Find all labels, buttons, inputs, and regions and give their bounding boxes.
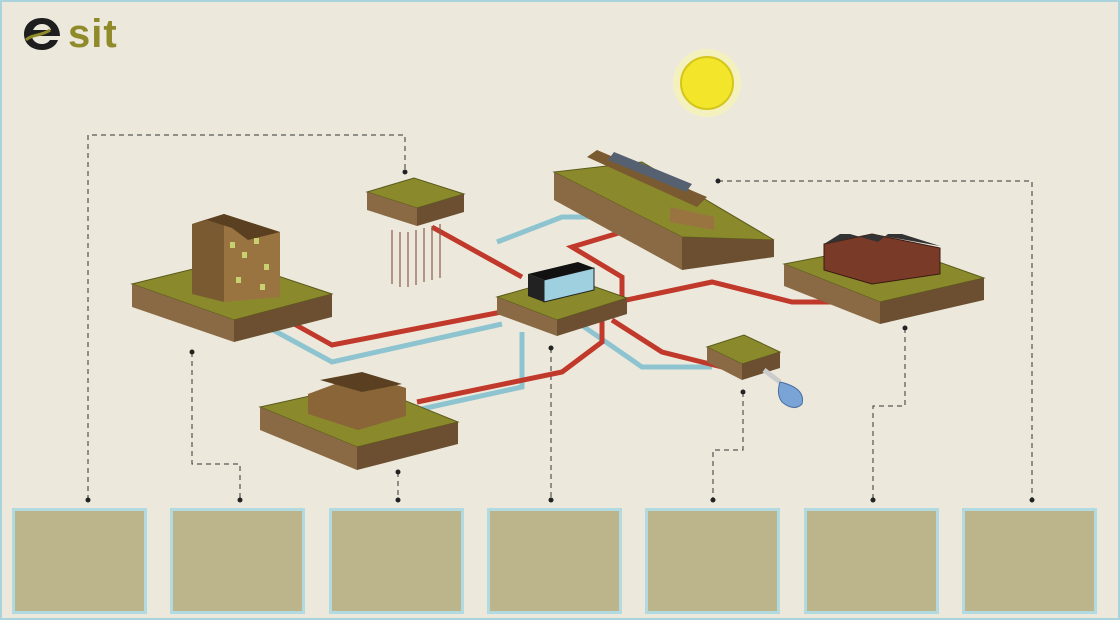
water-outlet-icon	[705, 334, 804, 408]
solar-terrace-icon	[552, 150, 775, 270]
drop-target-6[interactable]	[804, 508, 939, 614]
drop-target-1[interactable]	[12, 508, 147, 614]
drop-target-7[interactable]	[962, 508, 1097, 614]
drop-target-4[interactable]	[487, 508, 622, 614]
drop-target-5[interactable]	[645, 508, 780, 614]
sun-icon	[673, 49, 741, 117]
apartment-block-icon	[782, 233, 986, 324]
logo: sit	[20, 14, 118, 54]
leader-lines	[87, 134, 1033, 500]
detached-house-icon	[258, 372, 460, 470]
borehole-field-icon	[365, 177, 466, 287]
drop-target-3[interactable]	[329, 508, 464, 614]
leader-dots	[85, 169, 1035, 503]
drop-target-2[interactable]	[170, 508, 305, 614]
tower-block-icon	[130, 214, 334, 342]
cold-pipes	[260, 214, 712, 413]
logo-text: sit	[68, 12, 118, 56]
hot-pipes	[285, 224, 832, 405]
energy-centre-icon	[495, 262, 629, 336]
esit-logo-icon	[24, 18, 60, 50]
